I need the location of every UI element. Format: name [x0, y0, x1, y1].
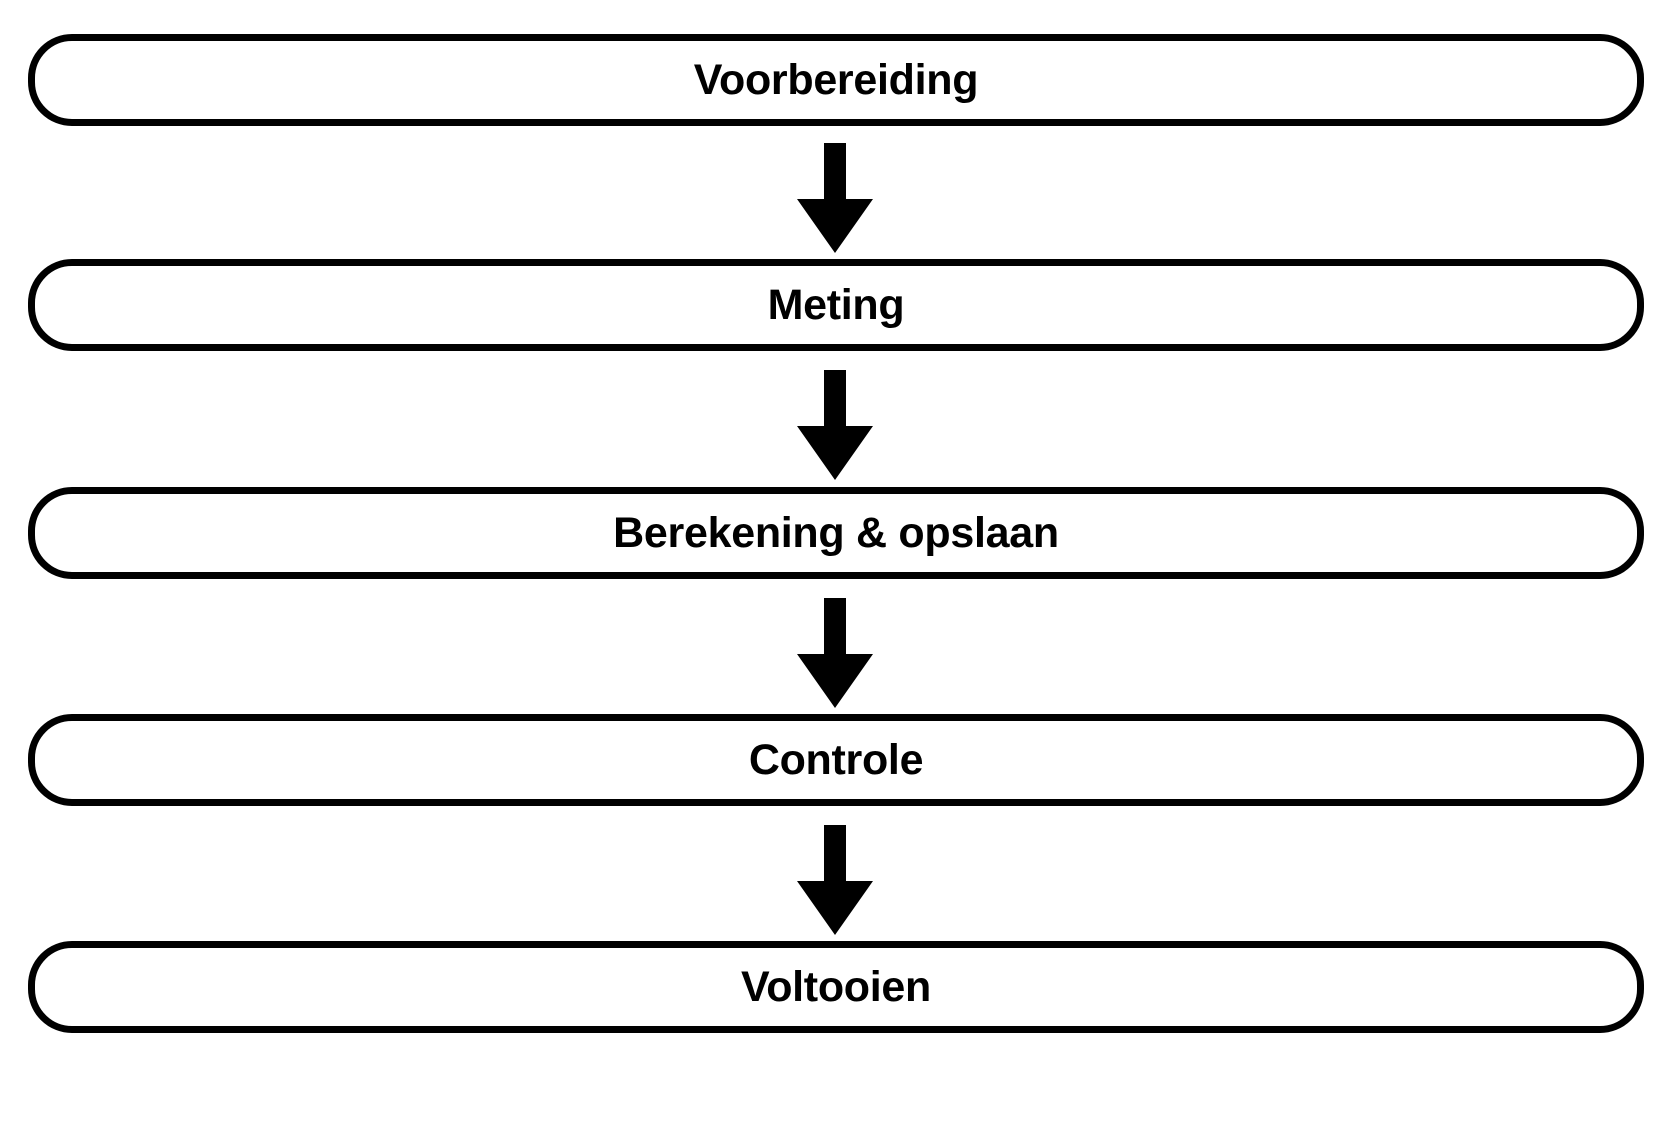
arrow-down-icon [797, 143, 873, 253]
flow-node-step-2[interactable]: Meting [28, 259, 1644, 351]
flow-node-step-3[interactable]: Berekening & opslaan [28, 487, 1644, 579]
flow-node-label: Voorbereiding [693, 55, 979, 104]
flow-node-label: Voltooien [741, 962, 931, 1011]
flow-node-label: Meting [767, 280, 905, 329]
flow-node-step-5[interactable]: Voltooien [28, 941, 1644, 1033]
flow-node-label: Berekening & opslaan [613, 508, 1059, 557]
arrow-down-icon [797, 825, 873, 935]
flow-node-step-1[interactable]: Voorbereiding [28, 34, 1644, 126]
flow-node-label: Controle [748, 735, 924, 784]
flow-node-step-4[interactable]: Controle [28, 714, 1644, 806]
arrow-down-icon [797, 370, 873, 480]
arrow-down-icon [797, 598, 873, 708]
